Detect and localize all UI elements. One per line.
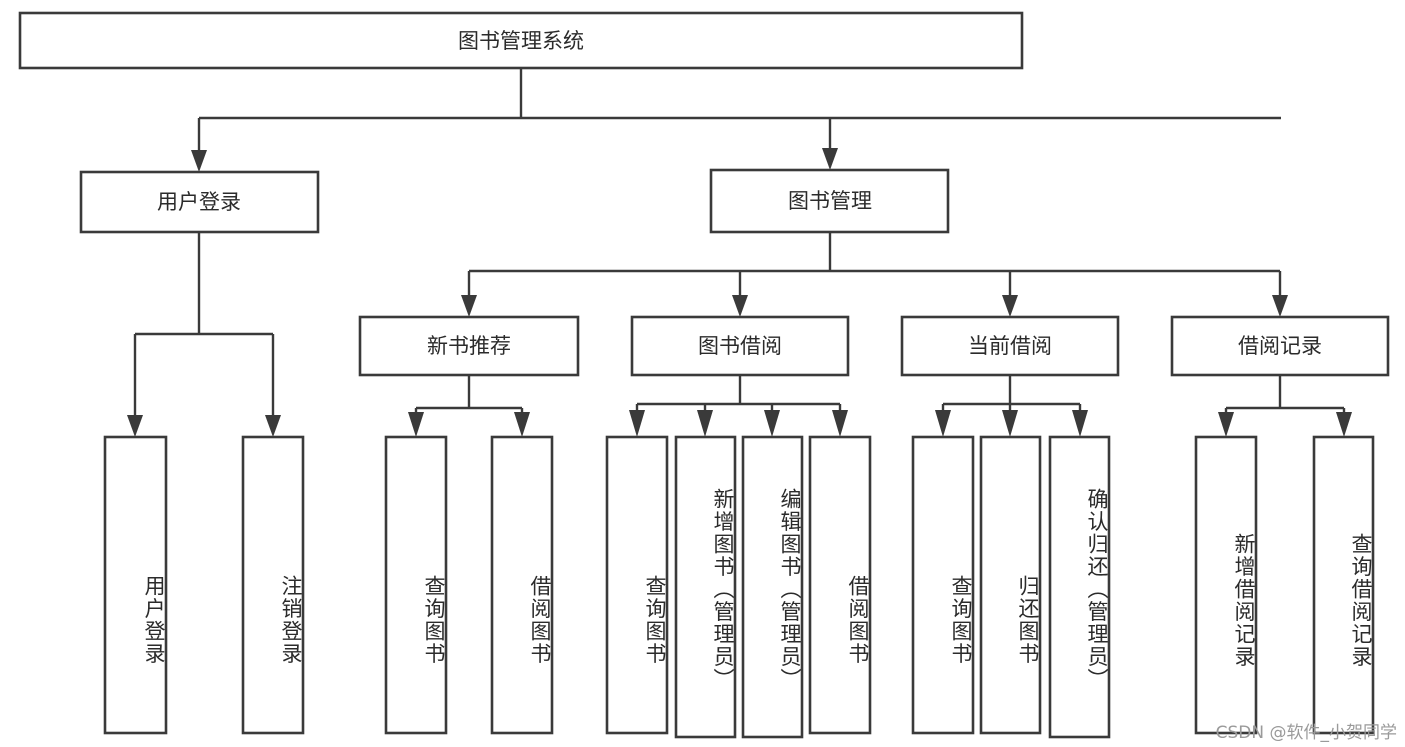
node-user-login-label: 用户登录	[157, 190, 241, 214]
node-leaf-add-book-box[interactable]	[674, 435, 737, 739]
node-book-management-box[interactable]	[709, 168, 950, 234]
arrow-to-leaf-return-book	[1002, 410, 1018, 437]
arrow-to-leaf-add-book	[697, 410, 713, 437]
node-root-label: 图书管理系统	[458, 29, 584, 53]
node-leaf-query-record-box[interactable]	[1312, 435, 1375, 735]
connector-borrow-record-to-leaves	[1218, 375, 1352, 437]
node-leaf-edit-book-box[interactable]	[741, 435, 804, 739]
arrow-to-leaf-logout-login	[265, 415, 281, 437]
csdn-watermark: CSDN @软件_小贺同学	[1215, 723, 1397, 743]
connector-book-management-to-level3	[461, 232, 1288, 317]
connector-root-to-level2	[191, 68, 1281, 172]
node-book-management-label: 图书管理	[788, 189, 872, 213]
node-leaf-borrow-book-1-box[interactable]	[490, 435, 554, 735]
arrow-to-leaf-borrow-book-2	[832, 410, 848, 437]
arrow-to-leaf-borrow-book-1	[514, 412, 530, 437]
connector-user-login-to-leaves	[127, 232, 281, 437]
node-book-borrow-label: 图书借阅	[698, 334, 782, 358]
node-leaf-confirm-return-box[interactable]	[1048, 435, 1111, 739]
node-current-borrow-label: 当前借阅	[968, 334, 1052, 358]
node-current-borrow-box[interactable]	[900, 315, 1120, 377]
arrow-to-book-borrow	[732, 295, 748, 317]
node-borrow-record-box[interactable]	[1170, 315, 1390, 377]
arrow-to-leaf-confirm-return	[1072, 410, 1088, 437]
node-leaf-user-login-box[interactable]	[103, 435, 168, 735]
node-new-book-recommend-box[interactable]	[358, 315, 580, 377]
arrow-to-leaf-add-record	[1218, 412, 1234, 437]
node-leaf-add-record-box[interactable]	[1194, 435, 1258, 735]
node-leaf-logout-login-box[interactable]	[241, 435, 305, 735]
node-leaf-query-book-2-box[interactable]	[605, 435, 669, 735]
arrow-to-book-management	[822, 148, 838, 170]
node-borrow-record-label: 借阅记录	[1238, 334, 1322, 358]
arrow-to-leaf-query-book-2	[629, 410, 645, 437]
arrow-to-new-book-recommend	[461, 295, 477, 317]
arrow-to-leaf-query-book-1	[408, 412, 424, 437]
node-leaf-query-book-1-box[interactable]	[384, 435, 448, 735]
node-user-login-box[interactable]	[79, 170, 320, 234]
node-leaf-query-book-3-box[interactable]	[911, 435, 975, 735]
arrow-to-leaf-user-login	[127, 415, 143, 437]
arrow-to-leaf-edit-book	[764, 410, 780, 437]
arrow-to-borrow-record	[1272, 295, 1288, 317]
arrow-to-user-login	[191, 150, 207, 172]
arrow-to-current-borrow	[1002, 295, 1018, 317]
node-leaf-borrow-book-2-box[interactable]	[808, 435, 872, 735]
node-leaf-return-book-box[interactable]	[979, 435, 1042, 735]
node-root-box[interactable]	[18, 11, 1024, 70]
connector-new-book-recommend-to-leaves	[408, 375, 530, 437]
arrow-to-leaf-query-record	[1336, 412, 1352, 437]
node-new-book-recommend-label: 新书推荐	[427, 334, 511, 358]
connector-current-borrow-to-leaves	[935, 375, 1088, 437]
connector-book-borrow-to-leaves	[629, 375, 848, 437]
arrow-to-leaf-query-book-3	[935, 410, 951, 437]
node-book-borrow-box[interactable]	[630, 315, 850, 377]
